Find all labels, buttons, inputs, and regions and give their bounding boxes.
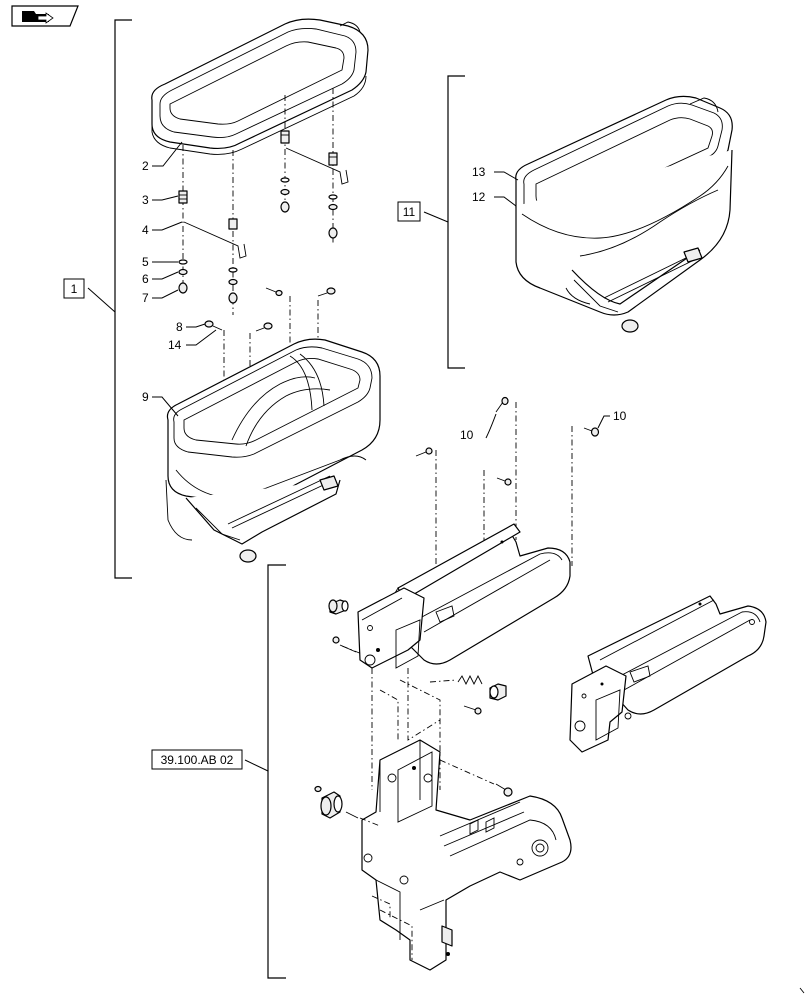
callout-9-label: 9 [142, 390, 149, 404]
screw-part-7 [178, 282, 188, 294]
clip-right-b [328, 152, 338, 166]
callout-box-1[interactable]: 1 [63, 278, 85, 299]
callout-12-label: 12 [472, 190, 486, 204]
book-arrow-icon[interactable] [11, 5, 79, 27]
callout-3-label: 3 [142, 193, 149, 207]
callout-8-label: 8 [176, 320, 183, 334]
rod-part-4 [183, 147, 349, 259]
washer-part-5 [178, 259, 188, 265]
small-screws [415, 447, 512, 486]
nut-part-6 [178, 268, 188, 276]
alternate-support-arm [569, 595, 767, 753]
clip-mid [228, 218, 238, 230]
reference-box[interactable]: 39.100.AB 02 [151, 749, 243, 770]
clip-right-a [280, 130, 290, 144]
callout-10a-label: 10 [460, 428, 474, 442]
screw-part-10-a [495, 396, 509, 413]
clip-part-3 [178, 190, 188, 204]
callout-1-label: 1 [71, 282, 78, 296]
callout-2-label: 2 [142, 159, 149, 173]
callout-10b-label: 10 [613, 409, 627, 423]
callout-4-label: 4 [142, 223, 149, 237]
bracket-ref [267, 564, 286, 979]
callout-6-label: 6 [142, 272, 149, 286]
storage-bin-part-9 [165, 338, 381, 563]
callout-7-label: 7 [142, 291, 149, 305]
bracket-item-11 [447, 75, 465, 369]
leader-1 [87, 287, 116, 313]
callout-5-label: 5 [142, 255, 149, 269]
callout-14-label: 14 [168, 338, 182, 352]
callout-11-label: 11 [403, 205, 416, 219]
reference-label: 39.100.AB 02 [161, 753, 234, 767]
mounting-bracket-assembly [314, 523, 572, 971]
hinge-screws [265, 287, 336, 297]
fasteners-right [228, 177, 338, 304]
callout-box-11[interactable]: 11 [397, 201, 421, 222]
screw-part-8 [204, 320, 273, 332]
bracket-item-1 [114, 19, 132, 579]
callout-13-label: 13 [472, 165, 486, 179]
screw-part-10-b [583, 427, 600, 437]
armrest-lid-part-2 [151, 18, 369, 155]
armrest-assembly-part-11 [515, 95, 733, 333]
